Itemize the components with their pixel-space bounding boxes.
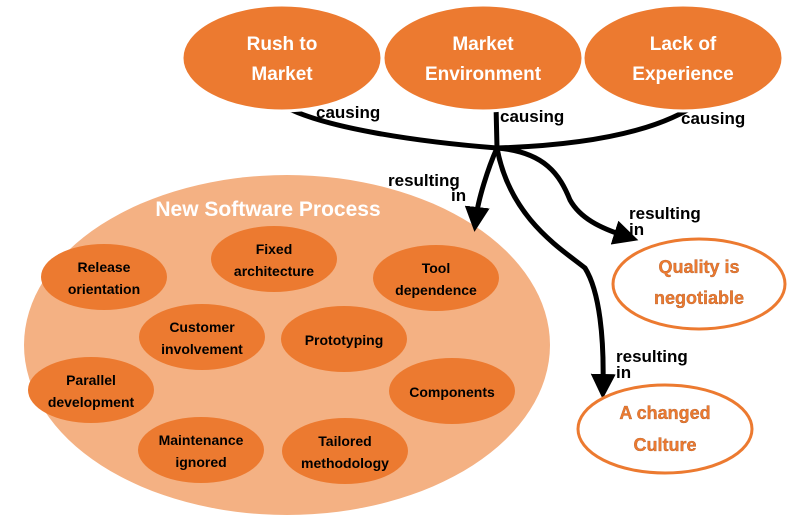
label-causing-1: causing [316, 103, 380, 122]
connector-market-environment [493, 102, 500, 151]
process-title: New Software Process [155, 198, 380, 221]
svg-text:Components: Components [409, 384, 495, 400]
connector-to-process [464, 145, 500, 232]
connector-to-culture [494, 145, 616, 399]
process-item-components: Components [389, 358, 515, 424]
label-causing-3: causing [681, 109, 745, 128]
connectors [277, 99, 703, 399]
connector-rush-to-market [277, 101, 500, 151]
process-item-prototyping: Prototyping [281, 306, 407, 372]
connector-lack-of-experience [494, 99, 703, 151]
svg-text:Prototyping: Prototyping [305, 332, 384, 348]
connector-to-quality [494, 145, 639, 245]
label-causing-2: causing [500, 107, 564, 126]
